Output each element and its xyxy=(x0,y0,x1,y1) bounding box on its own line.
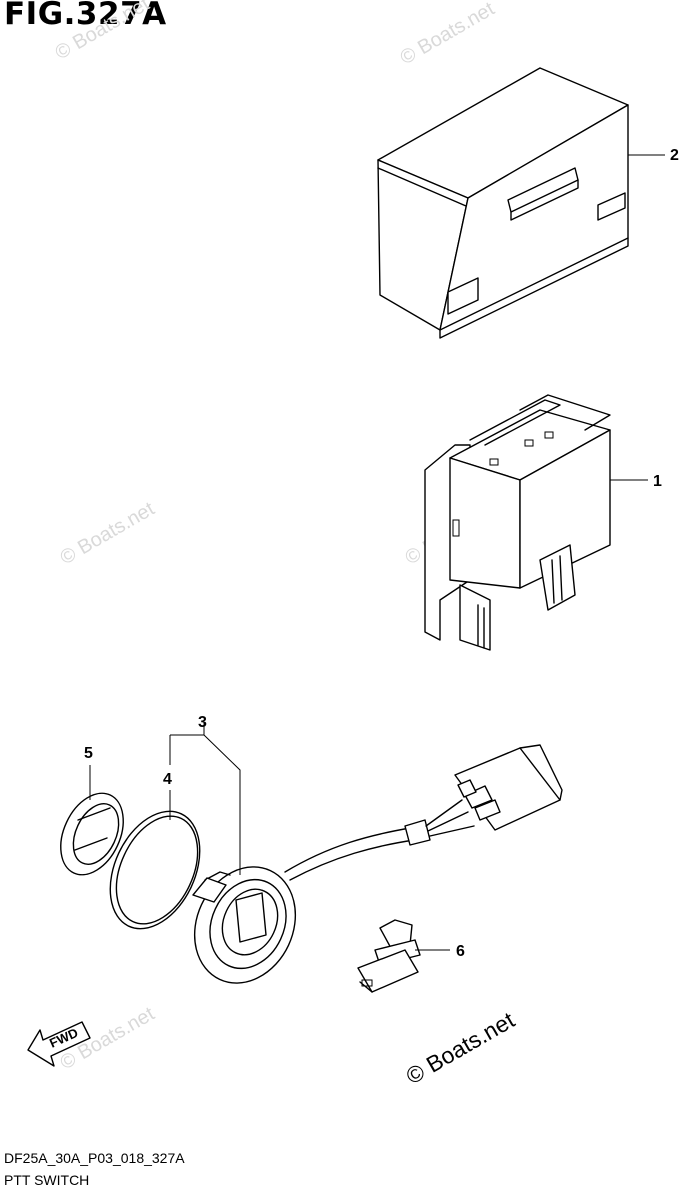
callout-part-3: 3 xyxy=(198,714,207,731)
part-5-locknut xyxy=(60,792,124,876)
fwd-direction-marker: FWD xyxy=(27,1021,91,1067)
figure-code: DF25A_30A_P03_018_327A xyxy=(4,1150,185,1166)
leader-lines xyxy=(89,154,665,951)
callout-part-2: 2 xyxy=(670,147,679,164)
arrow-left-icon xyxy=(27,1021,91,1067)
callout-part-4: 4 xyxy=(163,771,172,788)
watermark-main: © Boats.net xyxy=(402,1006,520,1089)
figure-title: FIG.327A xyxy=(4,0,167,32)
part-6-clip xyxy=(357,919,421,993)
part-3-ptt-switch xyxy=(192,744,563,984)
callout-part-6: 6 xyxy=(456,943,465,960)
figure-caption: PTT SWITCH xyxy=(4,1172,90,1188)
callout-part-1: 1 xyxy=(653,473,662,490)
callout-part-5: 5 xyxy=(84,745,93,762)
watermark-faint: © Boats.net xyxy=(57,498,159,570)
part-1-relay xyxy=(424,394,611,651)
watermark-faint: © Boats.net xyxy=(397,0,499,69)
watermark-faint: © Boats.net xyxy=(52,0,154,64)
part-4-o-ring xyxy=(109,810,201,930)
part-2-module xyxy=(377,67,629,339)
